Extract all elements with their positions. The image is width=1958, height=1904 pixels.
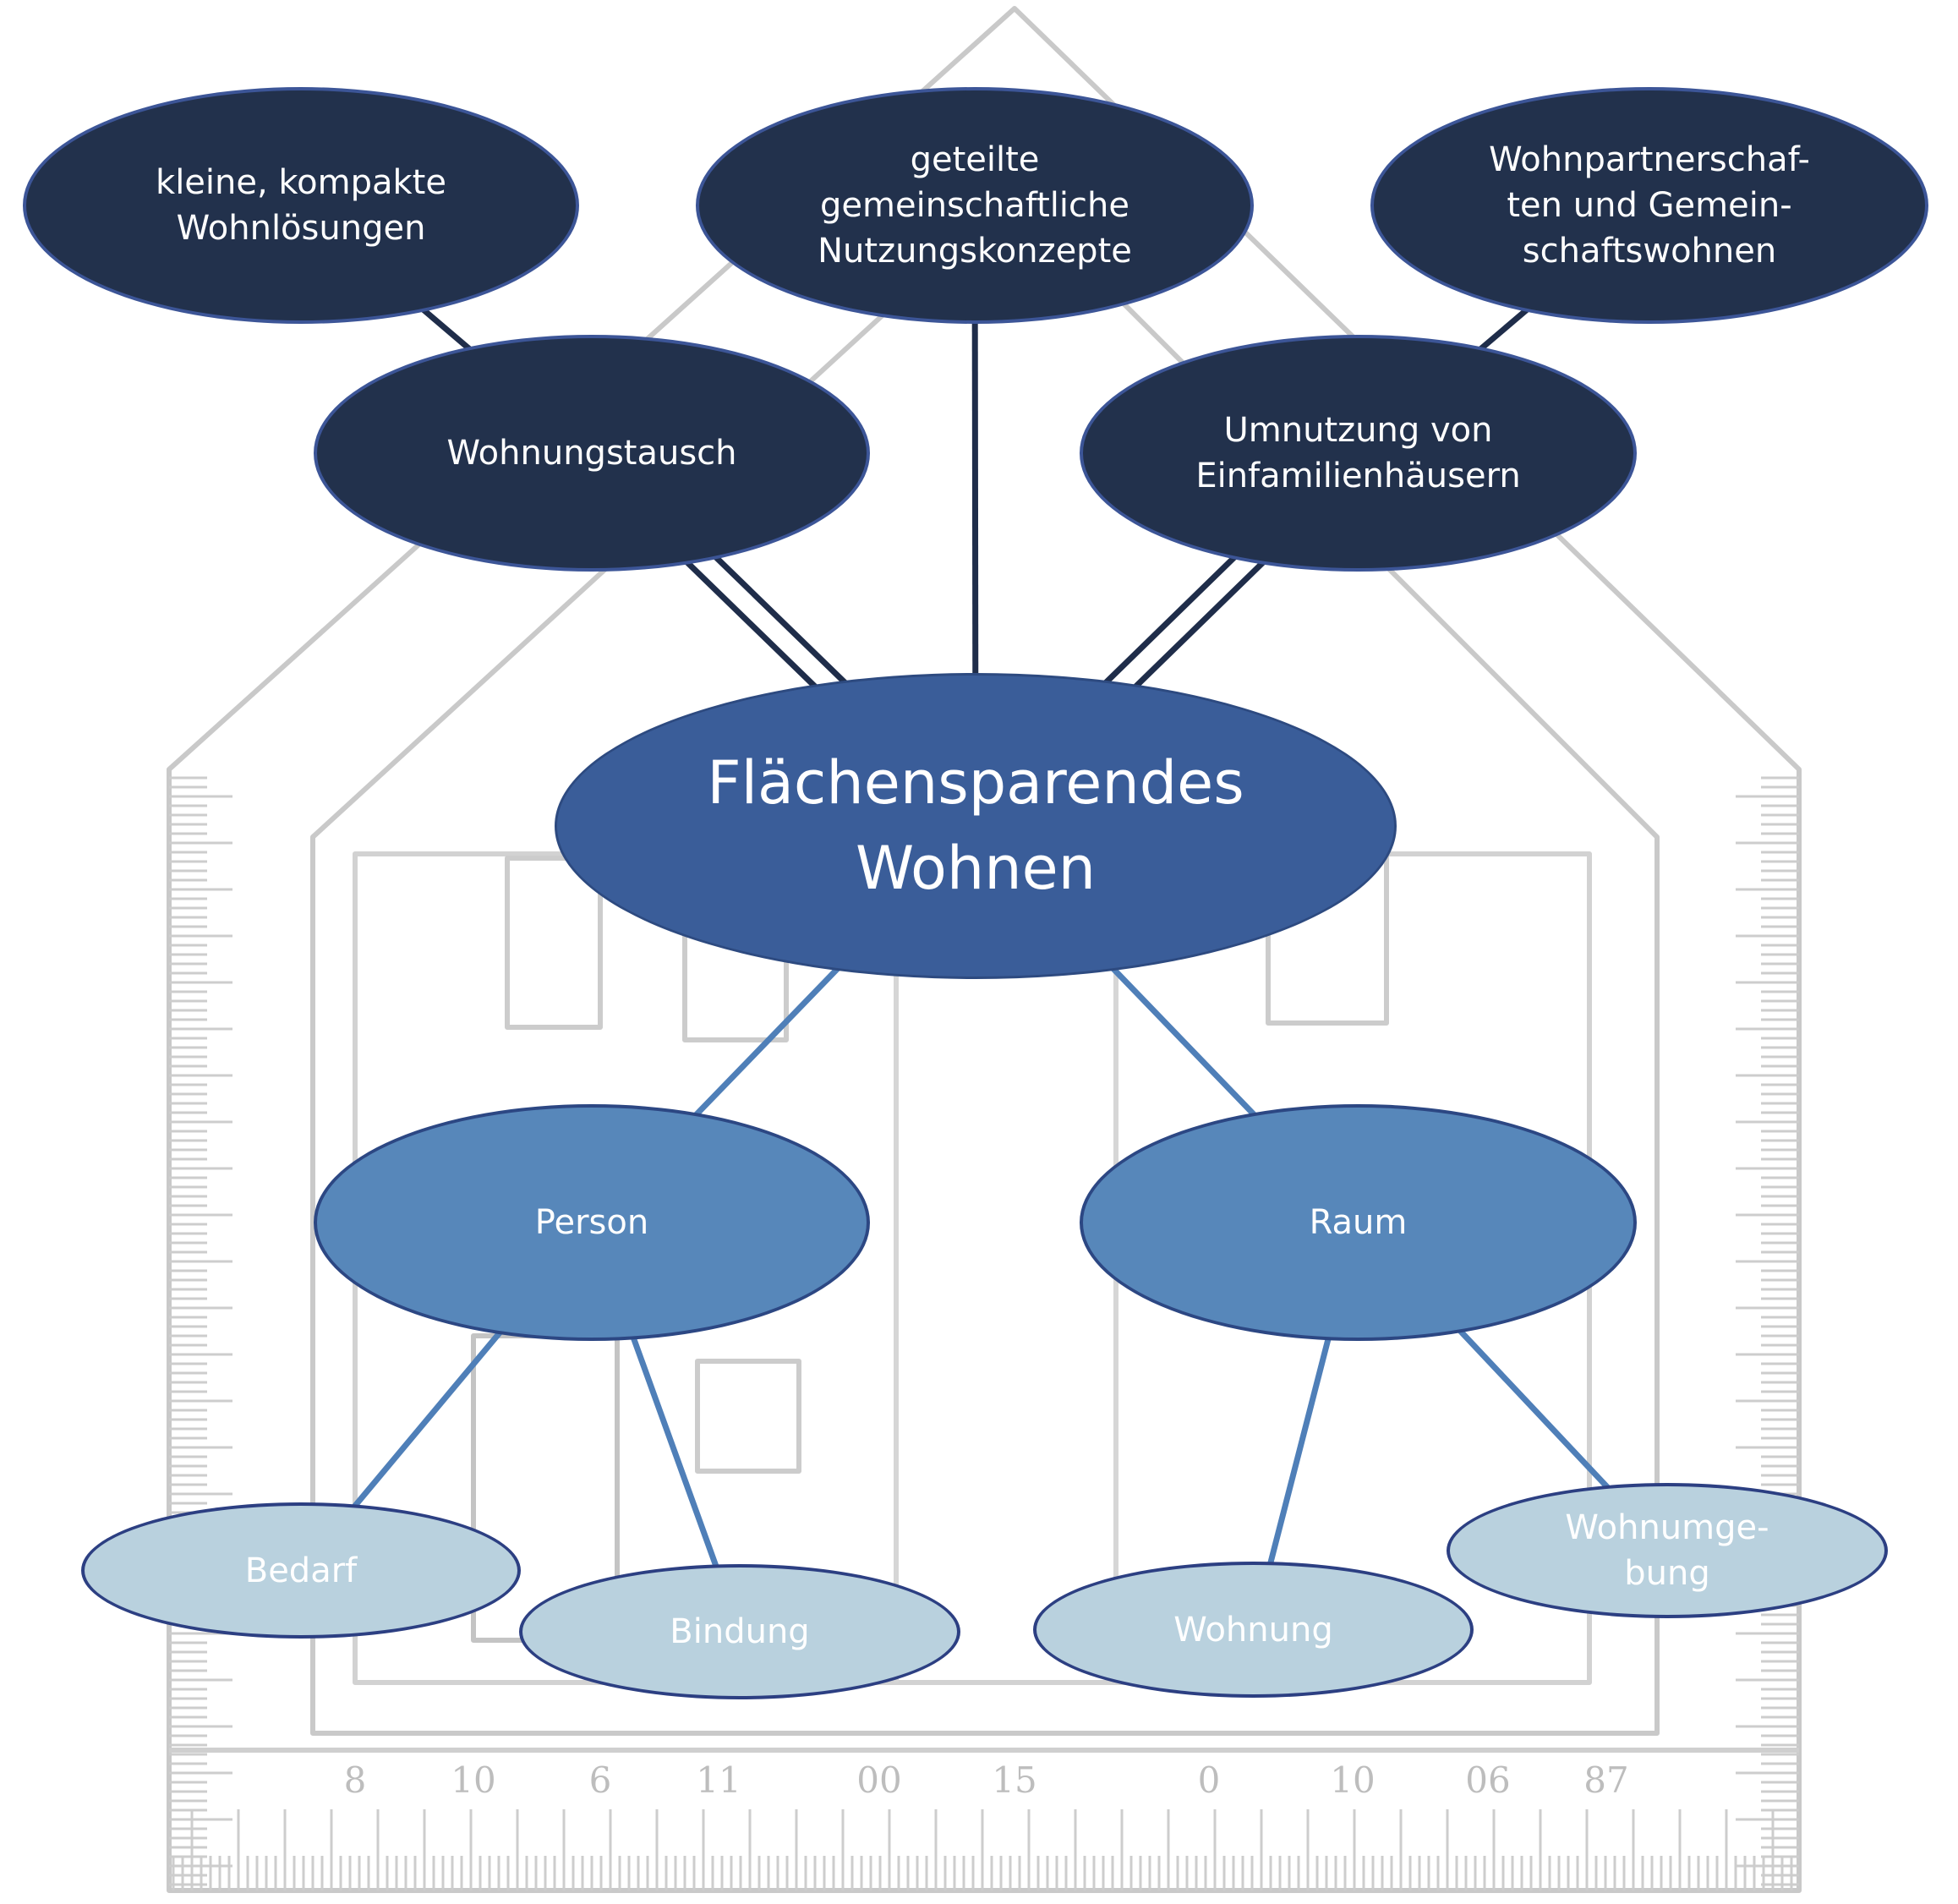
ruler-digit: 10 bbox=[1330, 1759, 1375, 1801]
node-label: Wohnungstausch bbox=[446, 430, 736, 476]
node-label-line: Raum bbox=[1309, 1203, 1408, 1242]
node-label: Wohnpartnerschaf-ten und Gemein-schaftsw… bbox=[1489, 137, 1810, 274]
node-raum: Raum bbox=[1080, 1104, 1637, 1341]
node-label-line: Umnutzung von bbox=[1223, 411, 1493, 450]
ruler-digit: 10 bbox=[451, 1759, 495, 1801]
node-label-line: Person bbox=[534, 1203, 649, 1242]
node-wohnpartnerschaften: Wohnpartnerschaf-ten und Gemein-schaftsw… bbox=[1370, 87, 1928, 324]
node-label-line: bung bbox=[1624, 1554, 1710, 1593]
node-bedarf: Bedarf bbox=[81, 1502, 521, 1639]
node-label-line: Wohnumge- bbox=[1565, 1508, 1769, 1547]
node-label-line: geteilte bbox=[910, 140, 1040, 179]
window bbox=[695, 1359, 801, 1474]
ruler-digit: 11 bbox=[696, 1759, 741, 1801]
ruler-digit: 8 bbox=[344, 1759, 367, 1801]
node-label: Wohnumge-bung bbox=[1565, 1505, 1769, 1596]
node-label-line: Wohnen bbox=[855, 834, 1097, 903]
window bbox=[505, 856, 603, 1030]
node-label-line: Bedarf bbox=[244, 1551, 358, 1590]
ruler-digit: 06 bbox=[1465, 1759, 1510, 1801]
ruler-digit: 0 bbox=[1198, 1759, 1221, 1801]
node-label-line: schaftswohnen bbox=[1522, 232, 1777, 271]
ruler-digit: 6 bbox=[589, 1759, 612, 1801]
node-label-line: Wohnung bbox=[1173, 1610, 1333, 1650]
node-label: Bedarf bbox=[245, 1548, 357, 1594]
node-wohnumgebung: Wohnumge-bung bbox=[1447, 1483, 1888, 1618]
node-wohnung: Wohnung bbox=[1033, 1562, 1474, 1698]
node-label-line: Nutzungskonzepte bbox=[818, 232, 1132, 271]
node-label: Person bbox=[535, 1200, 648, 1245]
node-label: Raum bbox=[1310, 1200, 1408, 1245]
node-label-line: Einfamilienhäusern bbox=[1195, 457, 1521, 495]
node-label-line: Wohnungstausch bbox=[446, 434, 737, 473]
ruler-digit: 87 bbox=[1583, 1759, 1628, 1801]
node-label-line: gemeinschaftliche bbox=[820, 186, 1129, 225]
node-label-line: Bindung bbox=[670, 1612, 810, 1651]
node-label-line: ten und Gemein- bbox=[1507, 186, 1792, 225]
ruler-digit: 15 bbox=[992, 1759, 1036, 1801]
node-label-line: Wohnlösungen bbox=[176, 209, 426, 248]
ruler-digit: 00 bbox=[856, 1759, 901, 1801]
node-label: Wohnung bbox=[1173, 1607, 1332, 1653]
node-label: Bindung bbox=[670, 1609, 809, 1655]
node-person: Person bbox=[314, 1104, 870, 1341]
node-bindung: Bindung bbox=[519, 1564, 960, 1699]
node-wohnungstausch: Wohnungstausch bbox=[314, 335, 870, 572]
node-label-line: Wohnpartnerschaf- bbox=[1489, 140, 1810, 179]
node-label-line: kleine, kompakte bbox=[156, 163, 446, 202]
node-label-line: Flächensparendes bbox=[707, 747, 1244, 818]
